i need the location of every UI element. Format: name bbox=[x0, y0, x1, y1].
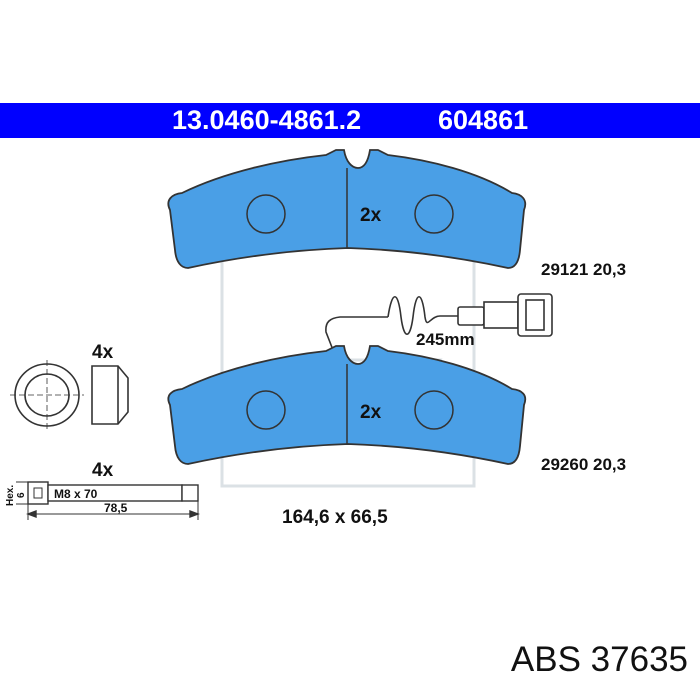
footer: ABS 37635 bbox=[511, 640, 688, 680]
bushing-sleeve bbox=[91, 365, 129, 425]
top-pad-quantity: 2x bbox=[360, 205, 382, 226]
pad-dimensions: 164,6 x 66,5 bbox=[282, 507, 388, 528]
sensor-connector bbox=[483, 301, 519, 329]
bolt-length: 78,5 bbox=[104, 501, 128, 515]
sensor-wire bbox=[325, 316, 388, 351]
reference-number: 604861 bbox=[438, 105, 529, 135]
top-brake-pad: 2x bbox=[167, 149, 527, 269]
bottom-pad-hole-left bbox=[246, 390, 286, 430]
bolt-arrow-left bbox=[26, 509, 37, 519]
sensor-plug-body bbox=[457, 306, 485, 326]
bottom-pad-quantity: 2x bbox=[360, 402, 382, 423]
header-banner: 13.0460-4861.2 604861 bbox=[0, 103, 700, 138]
footer-code: 37635 bbox=[590, 640, 688, 679]
sensor-connector-slot bbox=[525, 299, 545, 331]
sensor-length: 245mm bbox=[416, 330, 475, 349]
part-number: 13.0460-4861.2 bbox=[172, 105, 362, 135]
footer-brand: ABS bbox=[510, 640, 581, 679]
top-pad-code: 29121 20,3 bbox=[541, 260, 626, 279]
bolt-quantity: 4x bbox=[92, 460, 114, 481]
bolt-arrow-right bbox=[189, 509, 200, 519]
bushing bbox=[10, 360, 129, 430]
top-pad-hole-left bbox=[246, 194, 286, 234]
bottom-pad-hole-right bbox=[414, 390, 454, 430]
bolt-head bbox=[27, 481, 49, 505]
bolt bbox=[16, 481, 200, 520]
bolt-tip bbox=[181, 484, 199, 502]
bolt-hex-socket bbox=[33, 487, 43, 499]
bolt-hex-label: Hex. bbox=[5, 485, 16, 506]
bottom-pad-code: 29260 20,3 bbox=[541, 455, 626, 474]
sensor-coil bbox=[387, 295, 458, 336]
bolt-hex-size: 6 bbox=[16, 492, 27, 498]
bolt-thread: M8 x 70 bbox=[54, 487, 98, 501]
bottom-brake-pad: 2x bbox=[167, 345, 527, 465]
top-pad-hole-right bbox=[414, 194, 454, 234]
wear-sensor bbox=[325, 293, 553, 351]
bushing-quantity: 4x bbox=[92, 342, 114, 363]
